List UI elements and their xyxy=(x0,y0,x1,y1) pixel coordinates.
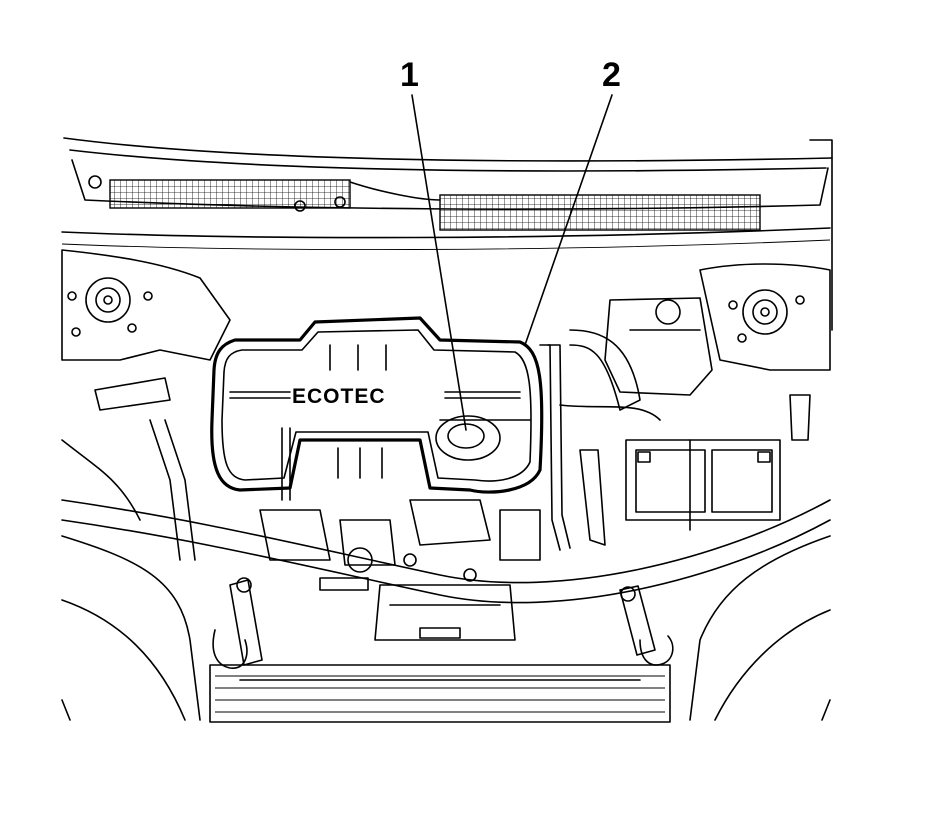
coolant-reservoir xyxy=(604,297,713,396)
right-strut-tower xyxy=(699,263,831,441)
callout-2: 2 xyxy=(602,56,621,94)
engine-cover-badge: ECOTEC xyxy=(292,385,386,408)
hood-latch-bracket xyxy=(319,577,516,641)
engine-details xyxy=(149,419,541,582)
cowl-vent-left xyxy=(109,179,351,209)
battery xyxy=(625,439,781,531)
left-strut-tower xyxy=(61,249,231,521)
oil-fill-cap-recess xyxy=(435,415,501,461)
leader-line-2 xyxy=(524,94,613,346)
cowl-panel xyxy=(61,137,833,331)
hood-hinges xyxy=(212,577,674,669)
radiator xyxy=(209,664,671,723)
engine-cover: ECOTEC xyxy=(210,316,544,501)
leader-line-1 xyxy=(411,94,467,431)
cowl-vent-right xyxy=(439,194,761,231)
callout-1: 1 xyxy=(400,56,419,94)
radiator-support xyxy=(61,499,831,721)
oil-fill-cap xyxy=(447,423,485,449)
coolant-hoses xyxy=(539,329,661,551)
